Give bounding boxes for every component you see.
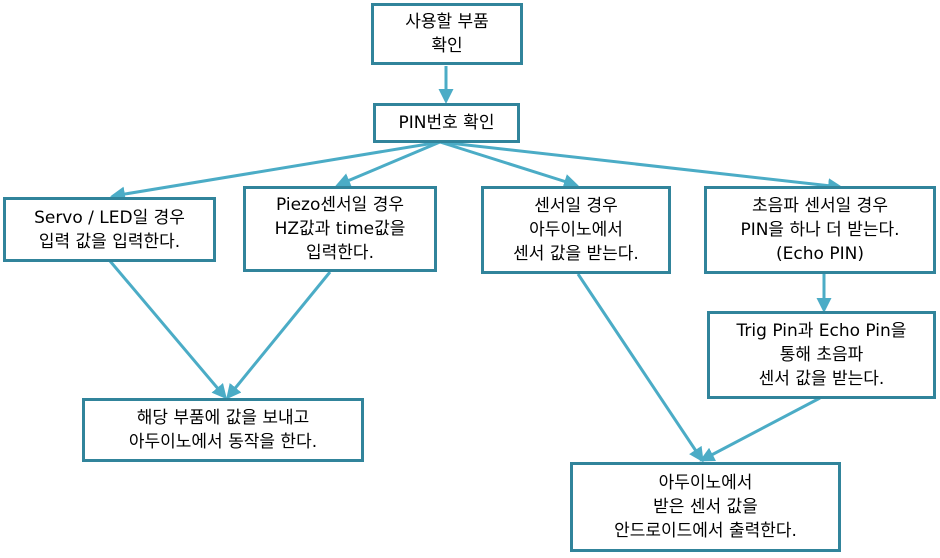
ultrasonic-line-3: (Echo PIN): [776, 244, 864, 264]
trig-echo-line-2: 통해 초음파: [779, 345, 864, 365]
piezo-box: Piezo센서일 경우 HZ값과 time값을 입력한다.: [243, 186, 437, 272]
arrow-sensor-to-android: [576, 273, 704, 463]
arrow-pin-to-ultrasonic: [439, 140, 843, 194]
servo-led-line-1: Servo / LED일 경우: [34, 207, 185, 228]
arrow-piezo-to-send: [226, 271, 332, 400]
ultrasonic-line-1: 초음파 센서일 경우: [752, 196, 888, 216]
android-output-line-1: 아두이노에서: [658, 473, 753, 493]
android-output-line-3: 안드로이드에서 출력한다.: [614, 521, 797, 541]
trig-echo-box: Trig Pin과 Echo Pin을 통해 초음파 센서 값을 받는다.: [707, 311, 936, 399]
android-output-line-2: 받은 센서 값을: [653, 497, 758, 517]
piezo-line-2: HZ값과 time값을: [274, 219, 406, 239]
send-value-line-2: 아두이노에서 동작을 한다.: [128, 432, 318, 452]
sensor-line-2: 아두이노에서: [529, 220, 623, 240]
check-parts-line-2: 확인: [431, 36, 463, 56]
check-parts-line-1: 사용할 부품: [405, 12, 489, 32]
arrow-trig-to-android: [699, 396, 821, 462]
arrow-pin-to-sensor: [439, 140, 579, 189]
arrow-pin-to-servo: [110, 140, 441, 202]
trig-echo-line-1: Trig Pin과 Echo Pin을: [736, 321, 907, 341]
send-value-box: 해당 부품에 값을 보내고 아두이노에서 동작을 한다.: [82, 398, 364, 462]
check-parts-box: 사용할 부품 확인: [371, 3, 523, 65]
sensor-line-3: 센서 값을 받는다.: [513, 244, 639, 264]
servo-led-box: Servo / LED일 경우 입력 값을 입력한다.: [3, 197, 216, 262]
ultrasonic-box: 초음파 센서일 경우 PIN을 하나 더 받는다. (Echo PIN): [704, 186, 936, 274]
check-pin-box: PIN번호 확인: [373, 103, 520, 143]
android-output-box: 아두이노에서 받은 센서 값을 안드로이드에서 출력한다.: [570, 462, 841, 552]
piezo-line-3: 입력한다.: [306, 243, 374, 263]
ultrasonic-line-2: PIN을 하나 더 받는다.: [740, 220, 900, 240]
piezo-line-1: Piezo센서일 경우: [276, 195, 404, 215]
arrow-servo-to-send: [108, 260, 227, 400]
sensor-line-1: 센서일 경우: [534, 196, 618, 216]
sensor-box: 센서일 경우 아두이노에서 센서 값을 받는다.: [481, 186, 671, 274]
arrow-pin-to-piezo: [335, 140, 441, 188]
send-value-line-1: 해당 부품에 값을 보내고: [136, 408, 310, 428]
servo-led-line-2: 입력 값을 입력한다.: [38, 231, 181, 252]
trig-echo-line-3: 센서 값을 받는다.: [758, 369, 885, 389]
check-pin-line-1: PIN번호 확인: [398, 113, 495, 133]
